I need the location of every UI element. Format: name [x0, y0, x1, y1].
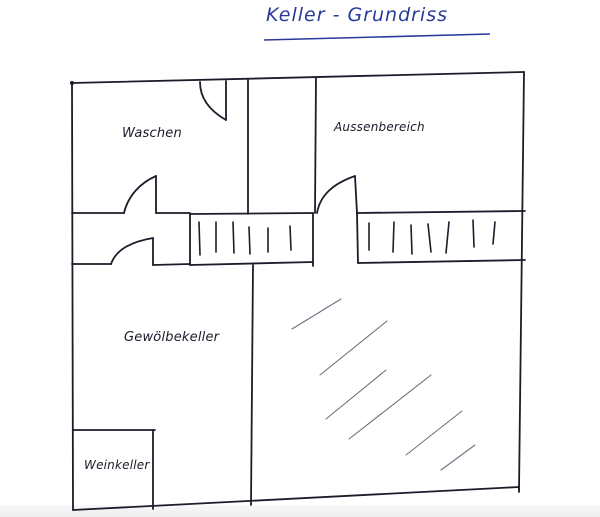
plan-title: Keller - Grundriss: [266, 4, 449, 26]
hatched-area: [291, 298, 476, 471]
room-label-aussenbereich: Aussenbereich: [334, 120, 425, 134]
page-bottom-shadow: [0, 505, 600, 517]
stairs-right-steps: [368, 219, 496, 255]
interior-walls: [71, 77, 526, 510]
room-label-waschen: Waschen: [122, 126, 182, 141]
room-label-gewoelbekeller: Gewölbekeller: [124, 330, 220, 345]
title-underline: [263, 33, 491, 41]
outer-walls: [70, 71, 525, 511]
room-label-weinkeller: Weinkeller: [84, 458, 150, 472]
stairs-left-steps: [198, 221, 292, 256]
